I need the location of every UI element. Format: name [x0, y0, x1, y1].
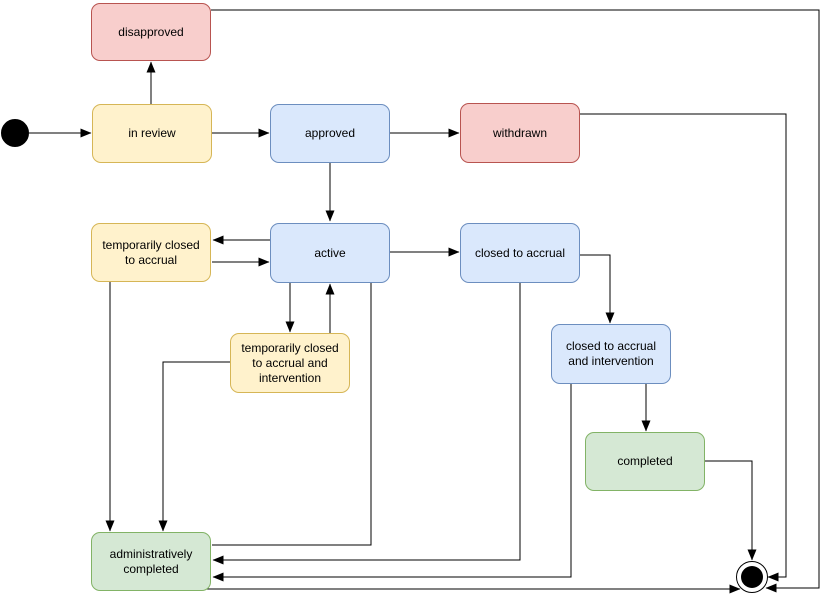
transition-temporarily-closed-to-accrual-and-intervention-to-administratively-completed: [158, 361, 230, 532]
transition-completed-to-final: [705, 460, 757, 561]
state-label: closed to accrual: [474, 245, 566, 260]
state-label: disapproved: [118, 24, 184, 39]
state-node-disapproved: disapproved: [91, 3, 211, 61]
state-label: approved: [304, 126, 356, 140]
state-label: completed: [617, 454, 673, 468]
transition-withdrawn-to-final: [580, 113, 787, 582]
state-node-active: active: [270, 223, 390, 283]
transition-closed-to-accrual-to-administratively-completed: [212, 283, 521, 565]
state-node-withdrawn: withdrawn: [460, 103, 580, 163]
state-node-approved: approved: [270, 104, 390, 163]
state-label: closed to accrual and intervention: [565, 339, 657, 368]
initial-state-icon: [1, 119, 29, 147]
state-node-completed: completed: [585, 432, 705, 491]
final-state-icon: [736, 561, 768, 593]
transition-closed-to-accrual-to-closed-to-accrual-and-intervention: [580, 254, 615, 324]
transition-closed-to-accrual-and-intervention-to-administratively-completed: [212, 384, 572, 582]
state-label: temporarily closed to accrual: [102, 237, 200, 267]
state-label: active: [314, 245, 346, 260]
state-node-temporarily-closed-to-accrual: temporarily closed to accrual: [91, 223, 211, 282]
state-label: withdrawn: [492, 125, 548, 140]
state-node-administratively-completed: administratively completed: [91, 532, 211, 591]
state-node-in-review: in review: [92, 104, 212, 163]
state-node-temporarily-closed-to-accrual-and-intervention: temporarily closed to accrual and interv…: [230, 333, 350, 393]
state-label: temporarily closed to accrual and interv…: [241, 340, 339, 385]
state-label: in review: [128, 126, 176, 140]
transition-disapproved-to-final: [211, 9, 820, 593]
state-node-closed-to-accrual: closed to accrual: [460, 223, 580, 283]
state-label: administratively completed: [109, 546, 193, 576]
state-node-closed-to-accrual-and-intervention: closed to accrual and intervention: [551, 324, 671, 384]
transition-active-to-administratively-completed: [212, 283, 372, 546]
